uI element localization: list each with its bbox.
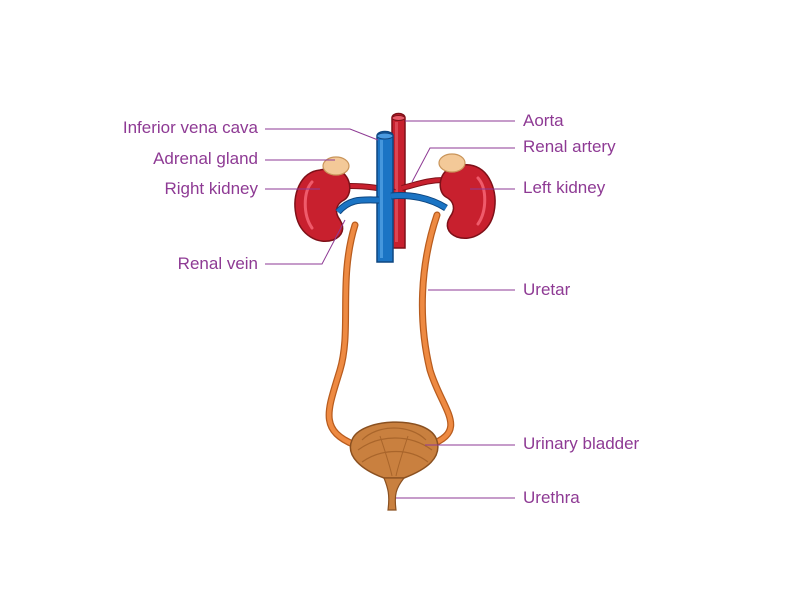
left-adrenal-gland <box>438 153 466 173</box>
aorta-vessel <box>391 112 406 249</box>
label-right-kidney: Right kidney <box>164 179 258 198</box>
left-kidney <box>438 153 496 239</box>
label-left-kidney: Left kidney <box>523 178 606 197</box>
label-uretar: Uretar <box>523 280 571 299</box>
label-urinary-bladder: Urinary bladder <box>523 434 640 453</box>
urethra <box>383 477 406 511</box>
ureters <box>325 211 455 449</box>
urinary-bladder <box>349 421 439 479</box>
inferior-vena-cava-vessel <box>376 130 394 263</box>
right-adrenal-gland <box>322 156 350 176</box>
renal-veins <box>335 192 448 215</box>
label-renal-vein: Renal vein <box>177 254 258 273</box>
right-ureter <box>325 221 359 449</box>
label-urethra: Urethra <box>523 488 580 507</box>
label-aorta: Aorta <box>523 111 564 130</box>
label-inferior-vena-cava: Inferior vena cava <box>122 118 258 137</box>
leader-renal-artery <box>411 147 515 183</box>
right-kidney <box>294 156 351 242</box>
leader-renal-vein <box>265 219 346 265</box>
leader-inferior-vena-cava <box>265 128 379 141</box>
label-adrenal-gland: Adrenal gland <box>153 149 258 168</box>
label-renal-artery: Renal artery <box>523 137 616 156</box>
leader-lines <box>265 120 515 499</box>
